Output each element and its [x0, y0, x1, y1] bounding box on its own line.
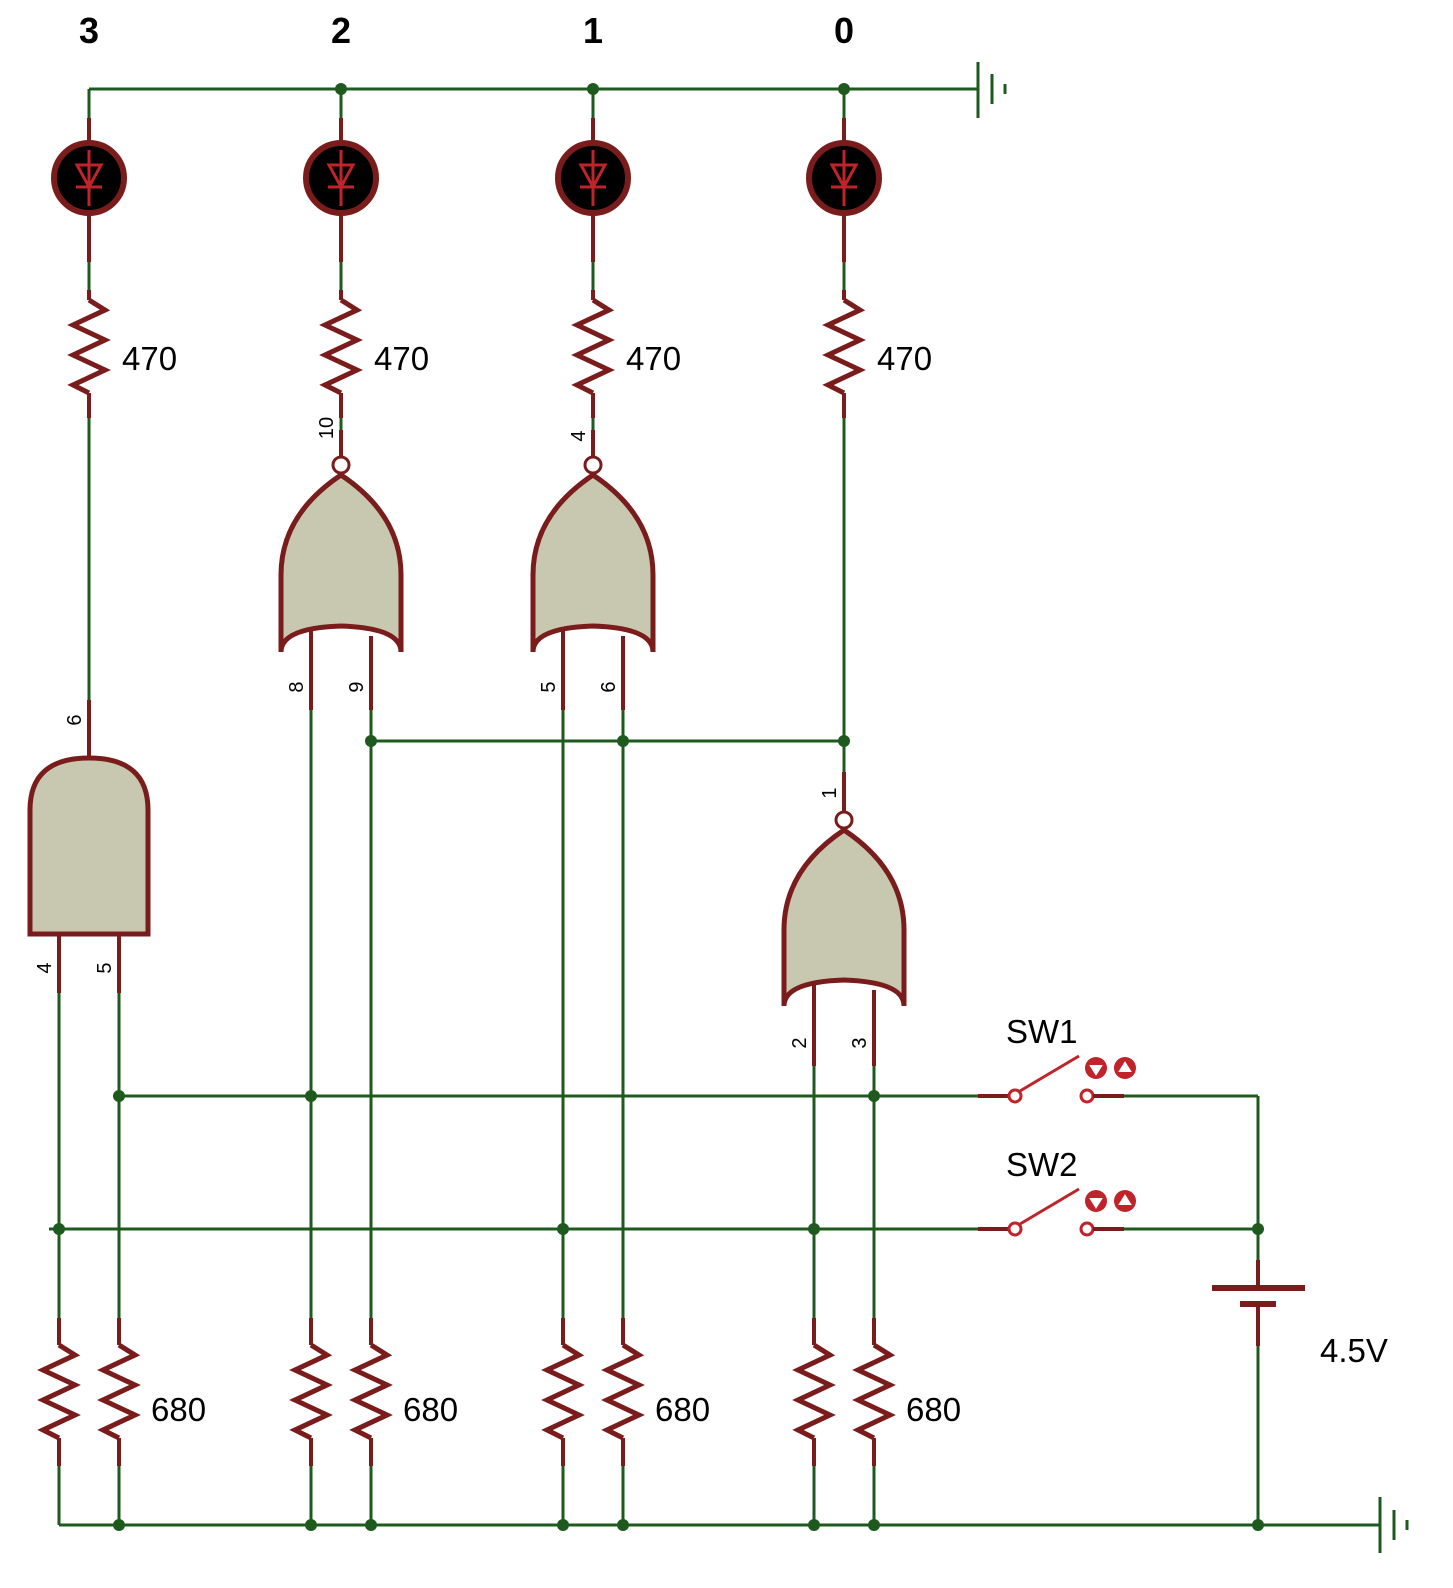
- nor0-output-bus: [365, 735, 844, 747]
- pin-nor0-in2: 3: [849, 1037, 871, 1048]
- resistor-icon: [792, 1342, 836, 1441]
- ground-icon-top: [976, 62, 1007, 118]
- resistor-icon: [289, 1342, 333, 1441]
- output-label-2: 2: [331, 10, 351, 51]
- resistor-icon: [97, 1342, 141, 1441]
- switch-label-sw2: SW2: [1006, 1146, 1078, 1183]
- nor-gate-icon-2: [278, 455, 404, 653]
- sw2-bus: [49, 1223, 978, 1235]
- output-label-0: 0: [834, 10, 854, 51]
- resistor-value-470-3: 470: [122, 340, 177, 377]
- led-icon: [555, 140, 631, 216]
- resistor-icon: [349, 1342, 393, 1441]
- pin-and-in1: 4: [34, 962, 56, 973]
- resistor-icon: [571, 297, 615, 396]
- led-column-3: [51, 89, 127, 758]
- pin-and-out: 6: [64, 714, 86, 725]
- battery-voltage: 4.5V: [1320, 1332, 1388, 1369]
- resistor-icon: [37, 1342, 81, 1441]
- switch-label-sw1: SW1: [1006, 1013, 1078, 1050]
- resistor-value-470-2: 470: [374, 340, 429, 377]
- resistor-value-470-0: 470: [877, 340, 932, 377]
- pin-nor2-out: 10: [316, 417, 338, 439]
- input-wires: [57, 710, 876, 1318]
- pin-and-in2: 5: [94, 962, 116, 973]
- supply-wiring: [1124, 1094, 1264, 1525]
- pin-nor1-in2: 6: [598, 681, 620, 692]
- resistor-icon: [67, 297, 111, 396]
- ground-icon-bottom: [1378, 1497, 1409, 1553]
- output-label-3: 3: [79, 10, 99, 51]
- nor-gate-icon-0: [781, 810, 907, 1007]
- pin-nor1-out: 4: [568, 430, 590, 441]
- pin-nor0-in1: 2: [789, 1037, 811, 1048]
- pulldown-resistors: [37, 1318, 896, 1466]
- resistor-value-680-d: 680: [906, 1391, 961, 1428]
- led-icon: [51, 140, 127, 216]
- output-label-1: 1: [583, 10, 603, 51]
- led-column-0: [806, 89, 882, 812]
- resistor-value-680-a: 680: [151, 1391, 206, 1428]
- pin-nor2-in2: 9: [346, 681, 368, 692]
- led-column-2: [303, 89, 379, 457]
- switch-icon-sw1[interactable]: [978, 1054, 1136, 1104]
- led-column-1: [555, 89, 631, 457]
- led-icon: [303, 140, 379, 216]
- sw1-bus: [113, 1090, 978, 1102]
- led-icon: [806, 140, 882, 216]
- bottom-ground-rail: [57, 1466, 1380, 1531]
- pin-nor2-in1: 8: [286, 681, 308, 692]
- resistor-icon: [541, 1342, 585, 1441]
- battery-icon: [1212, 1260, 1305, 1346]
- resistor-icon: [601, 1342, 645, 1441]
- resistor-icon: [822, 297, 866, 396]
- switch-icon-sw2[interactable]: [978, 1187, 1136, 1237]
- resistor-value-680-b: 680: [403, 1391, 458, 1428]
- resistor-value-470-1: 470: [626, 340, 681, 377]
- nor-gate-icon-1: [530, 455, 656, 653]
- pin-nor1-in1: 5: [538, 681, 560, 692]
- resistor-value-680-c: 680: [655, 1391, 710, 1428]
- and-gate-icon: [27, 755, 151, 937]
- pin-nor0-out: 1: [819, 787, 841, 798]
- resistor-icon: [852, 1342, 896, 1441]
- resistor-icon: [319, 297, 363, 396]
